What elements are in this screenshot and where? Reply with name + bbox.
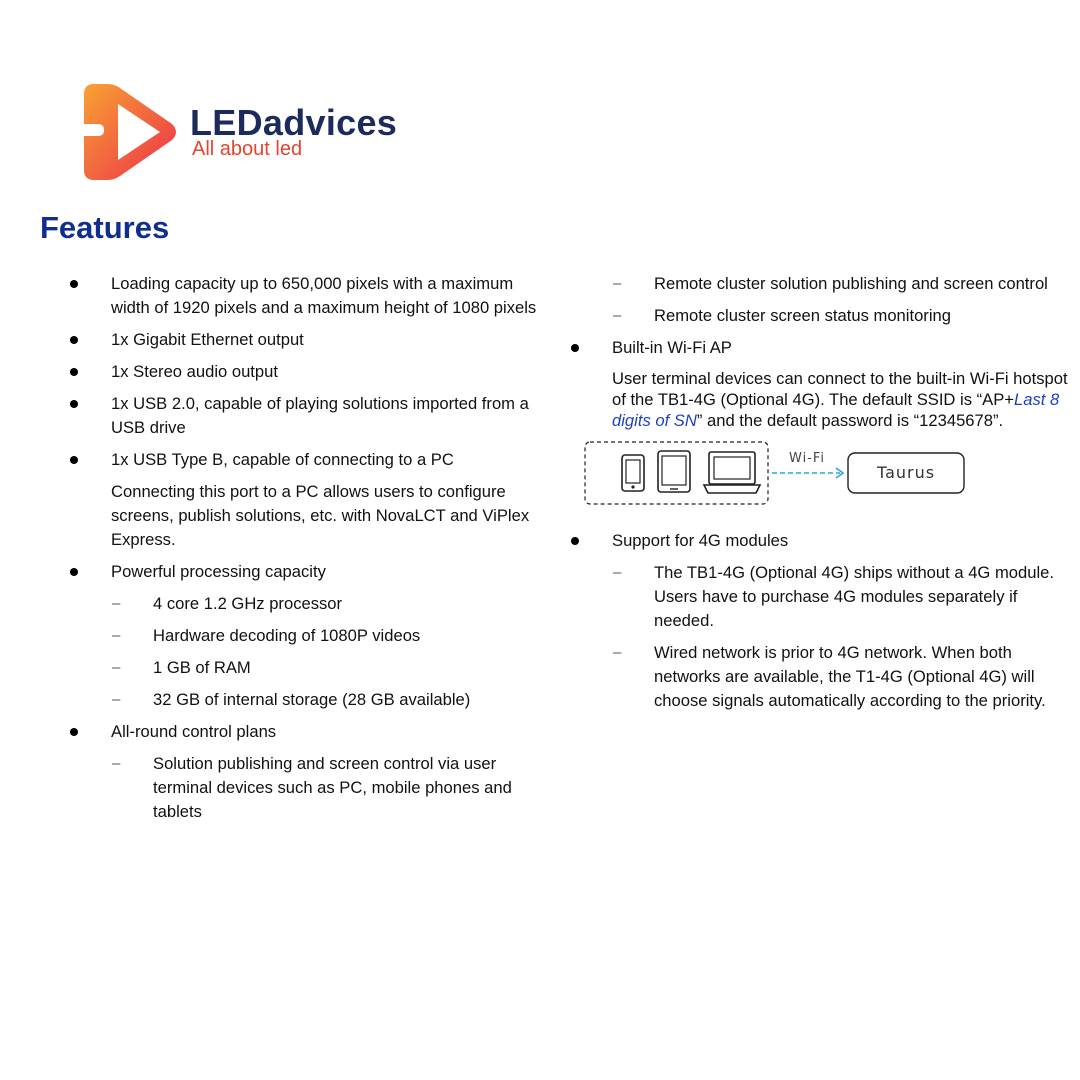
- phone-icon: [621, 454, 645, 492]
- wifi-desc-emphasis: Last 8 digits of SN: [612, 390, 1060, 430]
- feature-item: 1x USB 2.0, capable of playing solutions…: [0, 392, 540, 440]
- feature-item: 1x Stereo audio output: [0, 360, 540, 384]
- sub-item: 4 core 1.2 GHz processor: [0, 592, 540, 616]
- wifi-diagram-graphic: [584, 441, 965, 505]
- play-logo-icon: [84, 84, 176, 180]
- feature-item-processing: Powerful processing capacity: [0, 560, 540, 584]
- wifi-desc-after: ” and the default password is “12345678”…: [696, 411, 1004, 430]
- right-column: Remote cluster solution publishing and s…: [540, 272, 1080, 721]
- wifi-desc-before: User terminal devices can connect to the…: [612, 369, 1068, 409]
- feature-item: 1x Gigabit Ethernet output: [0, 328, 540, 352]
- taurus-device-label: Taurus: [876, 463, 936, 482]
- feature-item-4g: Support for 4G modules: [540, 529, 1080, 553]
- wifi-label: Wi-Fi: [789, 451, 826, 466]
- laptop-icon: [702, 451, 762, 494]
- sub-item: Hardware decoding of 1080P videos: [0, 624, 540, 648]
- logo-brand-text: LEDadvices: [190, 102, 398, 143]
- logo-tagline: All about led: [192, 138, 303, 160]
- tablet-icon: [657, 450, 691, 493]
- sub-item: Remote cluster screen status monitoring: [540, 304, 1080, 328]
- sub-item: The TB1-4G (Optional 4G) ships without a…: [540, 561, 1080, 633]
- sub-item: Solution publishing and screen control v…: [0, 752, 540, 824]
- ledadvices-logo: LEDadvices All about led: [80, 80, 420, 184]
- usb-b-note: Connecting this port to a PC allows user…: [111, 482, 530, 549]
- page-title: Features: [40, 210, 170, 245]
- sub-item: 1 GB of RAM: [0, 656, 540, 680]
- left-column: Loading capacity up to 650,000 pixels wi…: [0, 272, 540, 832]
- feature-item: Loading capacity up to 650,000 pixels wi…: [0, 272, 540, 320]
- sub-item: Remote cluster solution publishing and s…: [540, 272, 1080, 296]
- feature-item: 1x USB Type B, capable of connecting to …: [0, 448, 540, 472]
- sub-item: 32 GB of internal storage (28 GB availab…: [0, 688, 540, 712]
- feature-item-wifi: Built-in Wi-Fi AP: [540, 336, 1080, 360]
- wifi-diagram: Wi-Fi Taurus: [584, 441, 1024, 513]
- wifi-description: User terminal devices can connect to the…: [540, 368, 1080, 431]
- feature-item-control: All-round control plans: [0, 720, 540, 744]
- sub-item: Wired network is prior to 4G network. Wh…: [540, 641, 1080, 713]
